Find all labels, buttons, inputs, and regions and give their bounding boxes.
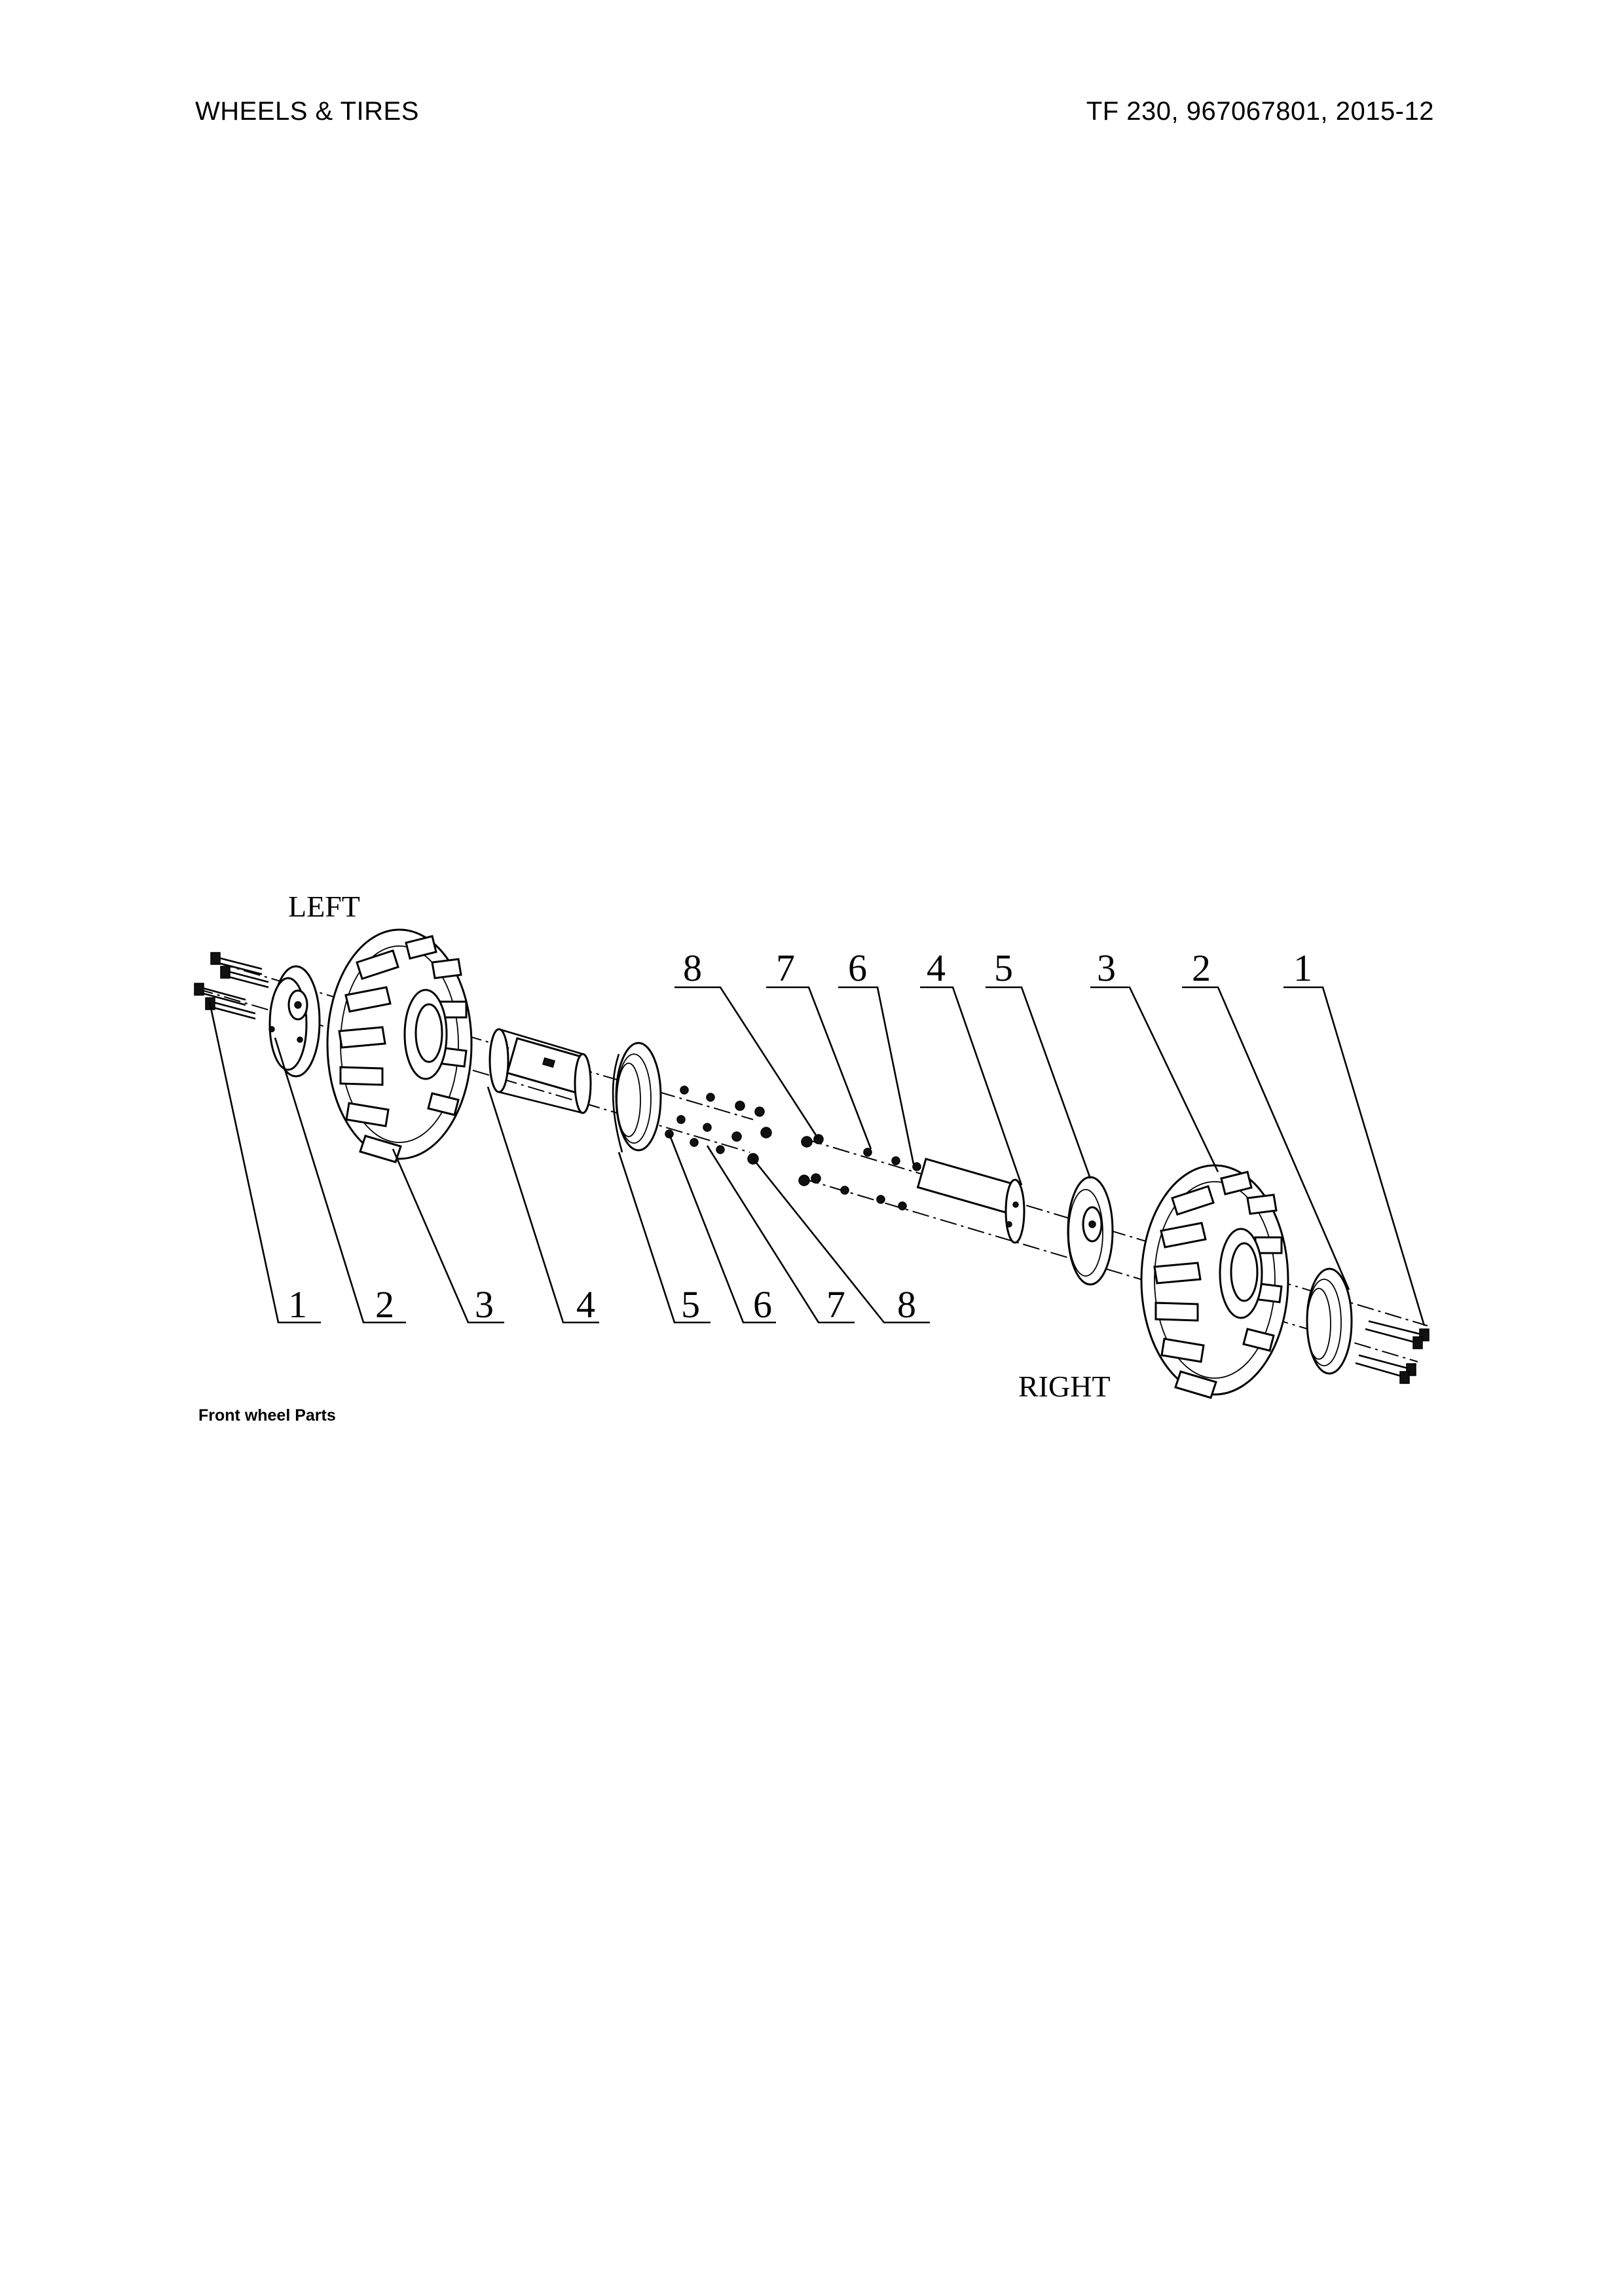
right-hub-cap (1306, 1267, 1353, 1375)
left-callout-8: 8 (897, 1283, 916, 1326)
right-callout-1: 1 (1293, 947, 1312, 989)
right-tire (1140, 1164, 1289, 1399)
left-rim-flange (612, 1042, 662, 1153)
right-callout-4: 4 (927, 947, 946, 989)
left-axle-tube (489, 1028, 592, 1114)
section-title: WHEELS & TIRES (195, 97, 419, 126)
left-washers-nuts (665, 1085, 772, 1165)
figure-caption: Front wheel Parts (198, 1406, 336, 1425)
right-callout-numbers: 8 7 6 4 5 3 2 1 (683, 947, 1312, 989)
right-callout-6: 6 (848, 947, 867, 989)
right-washers-nuts (798, 1134, 921, 1211)
left-leader-lines (208, 1001, 930, 1324)
left-wheel-assembly: 1 2 3 4 5 6 7 8 (194, 928, 930, 1326)
right-rim-flange (1067, 1176, 1114, 1286)
left-callout-4: 4 (576, 1283, 595, 1326)
left-side-label: LEFT (288, 890, 360, 923)
document-info: TF 230, 967067801, 2015-12 (1086, 97, 1434, 126)
right-callout-3: 3 (1097, 947, 1116, 989)
right-axle-tube (916, 1157, 1025, 1244)
right-bolts (1355, 1320, 1430, 1384)
left-hub-cap (268, 965, 321, 1078)
right-callout-8: 8 (683, 947, 702, 989)
left-callout-6: 6 (753, 1283, 772, 1326)
left-callout-2: 2 (375, 1283, 394, 1326)
left-tire (326, 928, 473, 1163)
right-side-label: RIGHT (1018, 1370, 1111, 1403)
right-leader-lines (674, 986, 1426, 1326)
left-callout-numbers: 1 2 3 4 5 6 7 8 (288, 1283, 916, 1326)
left-bolts (194, 952, 269, 1020)
right-callout-2: 2 (1192, 947, 1211, 989)
left-callout-1: 1 (288, 1283, 307, 1326)
right-wheel-assembly: 8 7 6 4 5 3 2 1 (674, 947, 1430, 1399)
left-callout-5: 5 (681, 1283, 700, 1326)
left-callout-7: 7 (826, 1283, 845, 1326)
right-callout-7: 7 (776, 947, 795, 989)
right-callout-5: 5 (994, 947, 1013, 989)
left-callout-3: 3 (475, 1283, 494, 1326)
